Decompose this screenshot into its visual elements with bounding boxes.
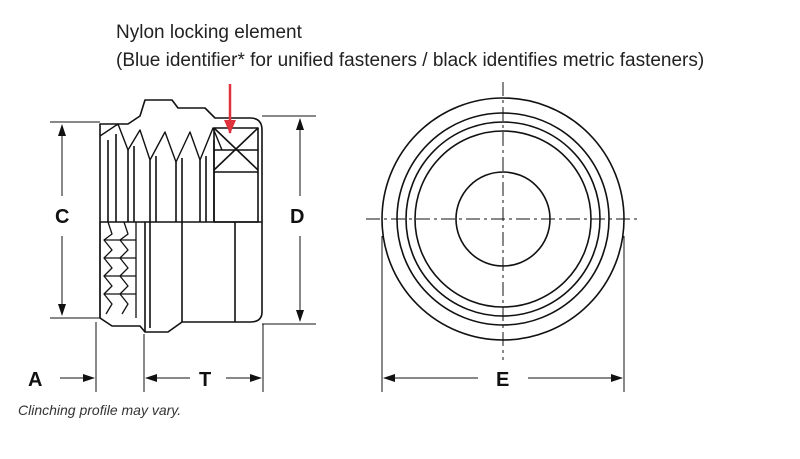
dimension-d-label: D xyxy=(290,206,304,228)
dimension-a-label: A xyxy=(28,369,42,391)
callout-title: Nylon locking element xyxy=(116,22,302,43)
nylon-locking-element xyxy=(213,127,259,223)
side-body-outline xyxy=(99,99,263,333)
front-extension-lines xyxy=(381,236,625,392)
dimension-e-label: E xyxy=(496,369,509,391)
front-centerlines xyxy=(366,82,640,360)
dimension-c-label: C xyxy=(55,206,69,228)
side-extension-lines xyxy=(50,115,316,392)
caption: Clinching profile may vary. xyxy=(18,402,182,418)
knurl-clinch-profile xyxy=(99,221,137,318)
callout-subtitle: (Blue identifier* for unified fasteners … xyxy=(116,50,705,71)
dimension-t-label: T xyxy=(199,369,211,391)
side-view xyxy=(99,99,263,333)
thread-profile-top xyxy=(99,123,223,163)
